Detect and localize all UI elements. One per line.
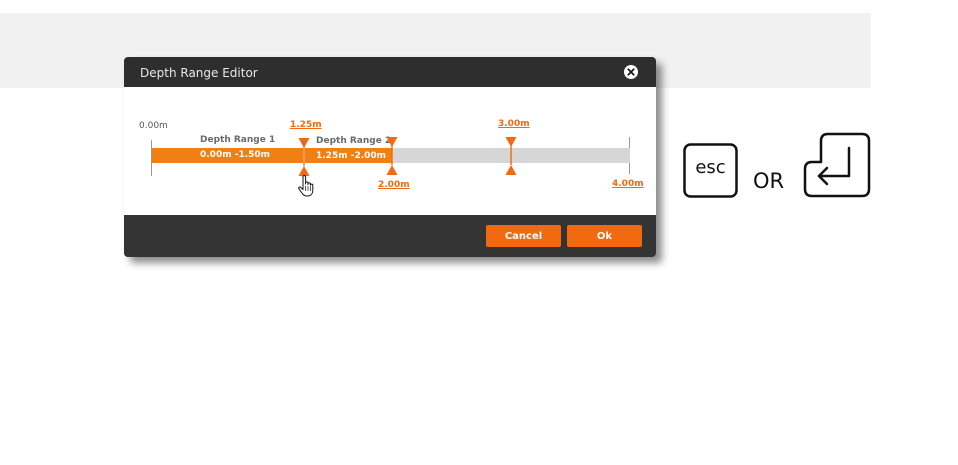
ok-button[interactable]: Ok (567, 225, 642, 247)
depth-range-2-name: Depth Range 2 (316, 136, 392, 146)
marker-label-1[interactable]: 1.25m (290, 120, 322, 130)
hand-pointer-icon (298, 175, 314, 197)
close-icon (627, 68, 635, 76)
marker-handle-2[interactable] (386, 136, 398, 176)
dialog-header: Depth Range Editor (124, 57, 656, 87)
dialog-body: 0.00m 4.00m 0.00m -1.50m 1.25m -2.00m De… (124, 87, 656, 215)
marker-handle-1[interactable] (298, 137, 310, 177)
marker-label-3[interactable]: 3.00m (498, 119, 530, 129)
key-outline-icon (683, 143, 738, 198)
cancel-button[interactable]: Cancel (486, 225, 561, 247)
hourglass-handle-icon (298, 138, 310, 176)
dialog-title: Depth Range Editor (140, 66, 258, 80)
ruler-end-label[interactable]: 4.00m (612, 179, 644, 189)
depth-range-1-name: Depth Range 1 (200, 135, 276, 145)
depth-range-2-value: 1.25m -2.00m (316, 151, 387, 161)
depth-range-2-bar[interactable]: 1.25m -2.00m (304, 148, 392, 163)
dialog-footer: Cancel Ok (124, 215, 656, 257)
esc-key: esc (683, 143, 738, 198)
depth-range-editor-dialog: Depth Range Editor 0.00m 4.00m 0.00m -1.… (124, 57, 656, 257)
marker-handle-3[interactable] (505, 136, 517, 176)
marker-label-2[interactable]: 2.00m (378, 180, 410, 190)
close-button[interactable] (624, 65, 638, 79)
esc-key-label: esc (695, 157, 726, 178)
depth-range-1-bar[interactable]: 0.00m -1.50m (152, 148, 304, 163)
ruler-start-tick (151, 140, 152, 176)
hourglass-handle-icon (505, 137, 517, 175)
depth-range-1-value: 0.00m -1.50m (200, 150, 271, 160)
ruler-start-label: 0.00m (139, 121, 168, 131)
enter-key-icon (803, 132, 871, 198)
or-text: OR (753, 169, 785, 193)
hourglass-handle-icon (386, 137, 398, 175)
